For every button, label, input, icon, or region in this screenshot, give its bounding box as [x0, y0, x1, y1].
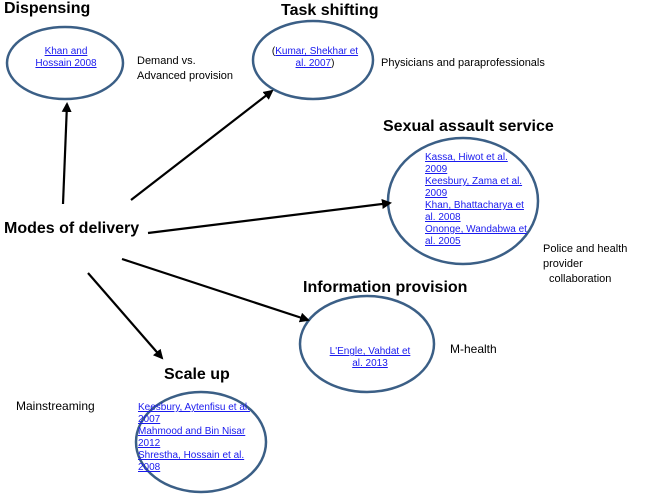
ref-link[interactable]: Keesbury, Aytenfisu et al. 2007 [138, 402, 250, 425]
center-label: Modes of delivery [4, 220, 140, 237]
sexual-assault-refs: Kassa, Hiwot et al. 2009 Keesbury, Zama … [425, 152, 531, 248]
scale-up-heading: Scale up [164, 366, 230, 383]
scale-up-refs: Keesbury, Aytenfisu et al. 2007 Mahmood … [138, 402, 262, 474]
ref-link[interactable]: Kassa, Hiwot et al. 2009 [425, 152, 508, 175]
ref-link[interactable]: Khan, Bhattacharya et al. 2008 [425, 200, 524, 223]
ref-link[interactable]: Khan and Hossain 2008 [35, 46, 97, 69]
task-shifting-heading: Task shifting [281, 2, 379, 19]
information-heading: Information provision [303, 279, 468, 296]
note-line: Demand vs. [137, 55, 196, 67]
arrow-to-scale-up [87, 272, 164, 360]
ref-link[interactable]: Ononge, Wandabwa et al. 2005 [425, 224, 527, 247]
close-paren: ) [331, 58, 335, 69]
task-shifting-ellipse [251, 19, 375, 101]
arrow-to-dispensing [61, 102, 72, 205]
ref-link[interactable]: Kumar, Shekhar et al. 2007 [275, 46, 359, 69]
information-note: M-health [450, 342, 497, 357]
task-shifting-refs: (Kumar, Shekhar et al. 2007) [266, 46, 364, 70]
note-line: Physicians and paraprofessionals [381, 57, 545, 69]
note-line: collaboration [549, 273, 612, 285]
note-line: M-health [450, 342, 497, 356]
dispensing-heading: Dispensing [4, 0, 91, 17]
information-refs: L'Engle, Vahdat et al. 2013 [325, 346, 415, 370]
ref-link[interactable]: L'Engle, Vahdat et al. 2013 [329, 346, 411, 369]
arrow-to-information [121, 257, 310, 323]
scale-up-ellipse [134, 390, 268, 494]
dispensing-refs: Khan and Hossain 2008 [30, 46, 102, 70]
ref-link[interactable]: Mahmood and Bin Nisar 2012 [138, 426, 246, 449]
ref-link[interactable]: Keesbury, Zama et al. 2009 [425, 176, 523, 199]
arrow-to-sexual-assault [147, 199, 392, 235]
dispensing-note: Demand vs. Advanced provision [137, 54, 233, 84]
scale-up-note: Mainstreaming [16, 399, 95, 414]
task-shifting-note: Physicians and paraprofessionals [381, 56, 545, 71]
arrow-to-task-shifting [130, 89, 274, 201]
open-paren: ( [271, 46, 276, 57]
dispensing-ellipse [5, 25, 125, 101]
ref-link[interactable]: Shrestha, Hossain et al. 2008 [138, 450, 245, 473]
sexual-assault-note: Police and health provider collaboration [543, 242, 670, 287]
note-line: Advanced provision [137, 70, 234, 82]
note-line: Mainstreaming [16, 399, 95, 413]
information-ellipse [298, 294, 436, 394]
note-line: Police and health provider [543, 243, 628, 270]
sexual-assault-heading: Sexual assault service [383, 118, 554, 135]
